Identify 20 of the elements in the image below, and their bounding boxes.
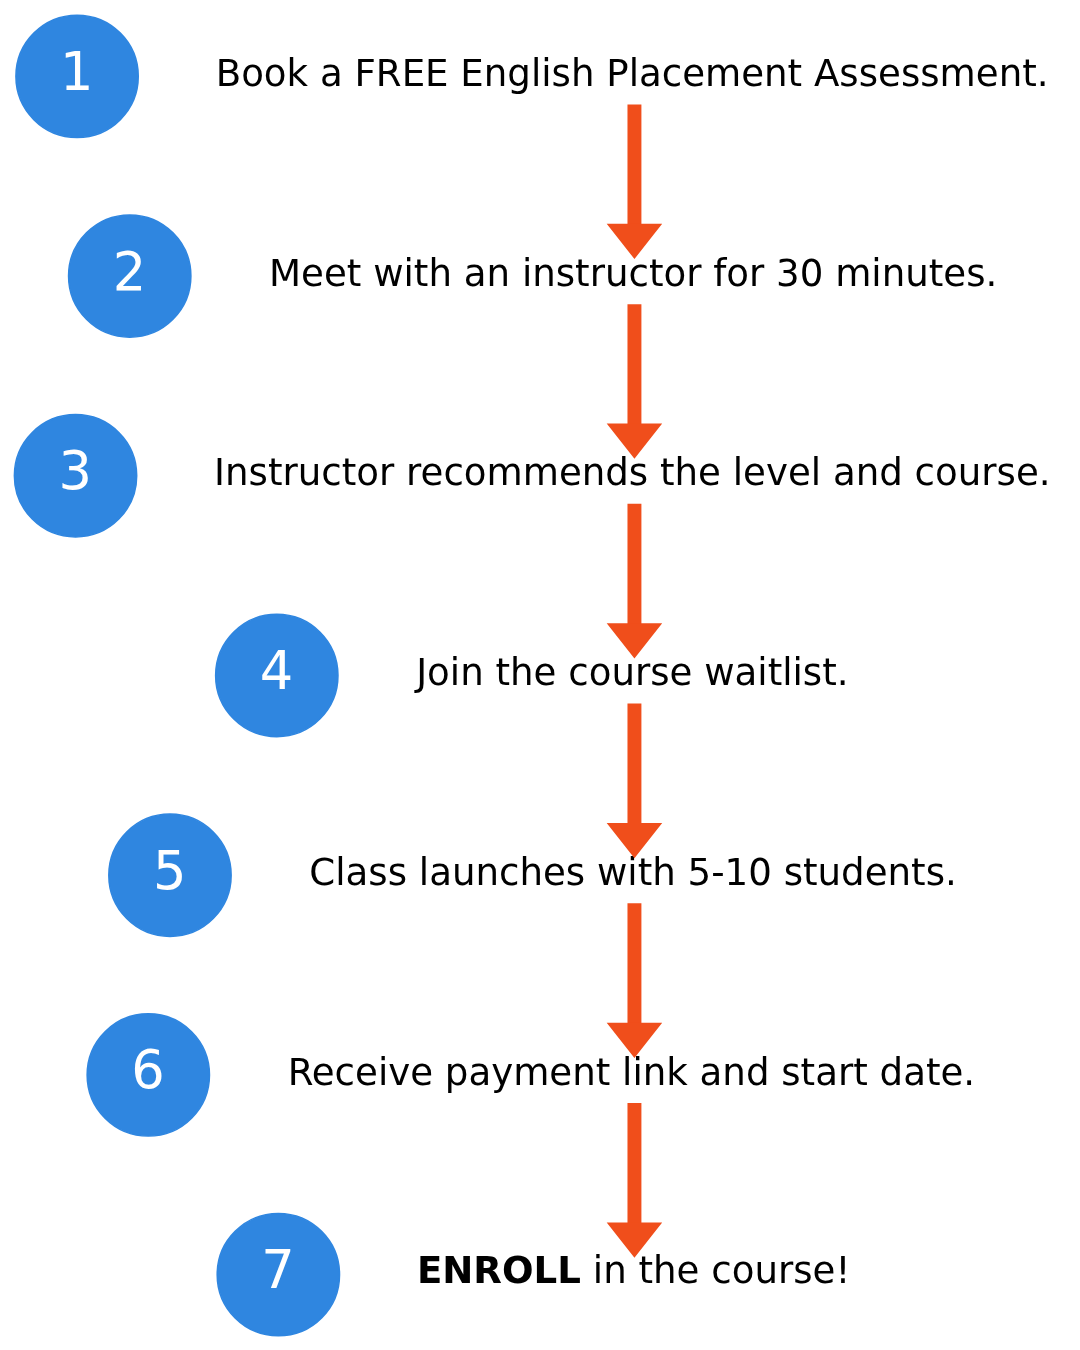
arrow: [606, 902, 663, 1058]
node-text: Join the course waitlist.: [416, 650, 849, 694]
node-circle: 5: [108, 812, 232, 937]
node-text: Class launches with 5-10 students.: [309, 850, 957, 894]
node-text: Receive payment link and start date.: [287, 1050, 976, 1094]
arrow: [606, 303, 663, 459]
node-text: ENROLL in the course!: [416, 1248, 851, 1292]
node-text: Instructor recommends the level and course.: [214, 450, 1051, 494]
node-circle: 7: [216, 1212, 341, 1337]
node-text: Meet with an instructor for 30 minutes.: [269, 251, 998, 295]
node-circle: 3: [13, 413, 138, 538]
node-circle: 6: [86, 1012, 211, 1137]
arrow: [606, 703, 663, 858]
arrow: [606, 1102, 663, 1258]
arrow: [606, 503, 663, 658]
node-circle: 2: [67, 213, 192, 338]
arrow: [606, 103, 663, 259]
node-circle: 4: [214, 613, 339, 737]
node-text: Book a FREE English Placement Assessment.: [215, 51, 1049, 95]
node-circle: 1: [15, 13, 139, 138]
